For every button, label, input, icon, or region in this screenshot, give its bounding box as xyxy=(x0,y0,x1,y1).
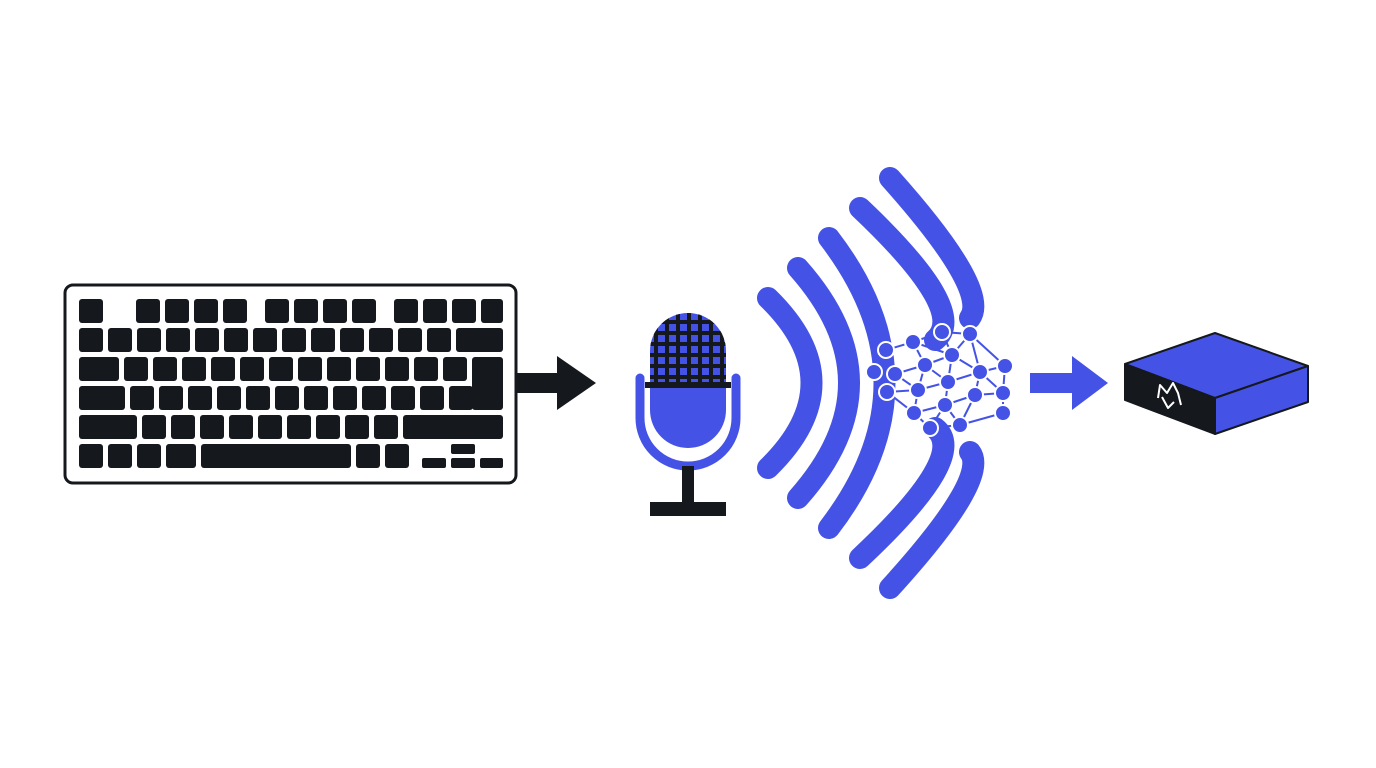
microphone-icon xyxy=(635,313,741,516)
neural-network-icon xyxy=(865,323,1014,437)
device-logo-icon xyxy=(1157,382,1182,409)
arrow-network-to-device xyxy=(1030,356,1108,410)
keyboard-icon xyxy=(63,283,518,485)
arrow-keyboard-to-microphone xyxy=(516,356,596,410)
device-box-icon xyxy=(1124,332,1309,435)
